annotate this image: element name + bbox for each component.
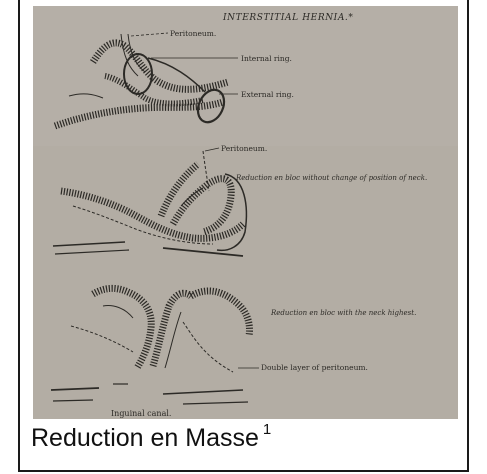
label-peritoneum-1: Peritoneum. bbox=[170, 29, 216, 38]
label-internal-ring: Internal ring. bbox=[241, 54, 292, 63]
caption-text: Reduction en Masse bbox=[31, 424, 259, 452]
slide-card: INTERSTITIAL HERNIA.* bbox=[18, 0, 469, 472]
label-inguinal-canal: Inguinal canal. bbox=[111, 409, 171, 418]
figure-2-description: Reduction en bloc without change of posi… bbox=[235, 174, 427, 182]
anatomical-plate: INTERSTITIAL HERNIA.* bbox=[33, 6, 458, 419]
plate-title: INTERSTITIAL HERNIA.* bbox=[222, 13, 353, 23]
figure-3-description: Reduction en bloc with the neck highest. bbox=[270, 309, 416, 317]
caption-footnote: 1 bbox=[263, 421, 271, 438]
label-double-layer-peritoneum: Double layer of peritoneum. bbox=[261, 363, 368, 372]
slide-caption: Reduction en Masse1 bbox=[31, 424, 271, 453]
hernia-illustration: INTERSTITIAL HERNIA.* bbox=[33, 6, 458, 419]
label-peritoneum-2: Peritoneum. bbox=[221, 144, 267, 153]
label-external-ring: External ring. bbox=[241, 90, 294, 99]
